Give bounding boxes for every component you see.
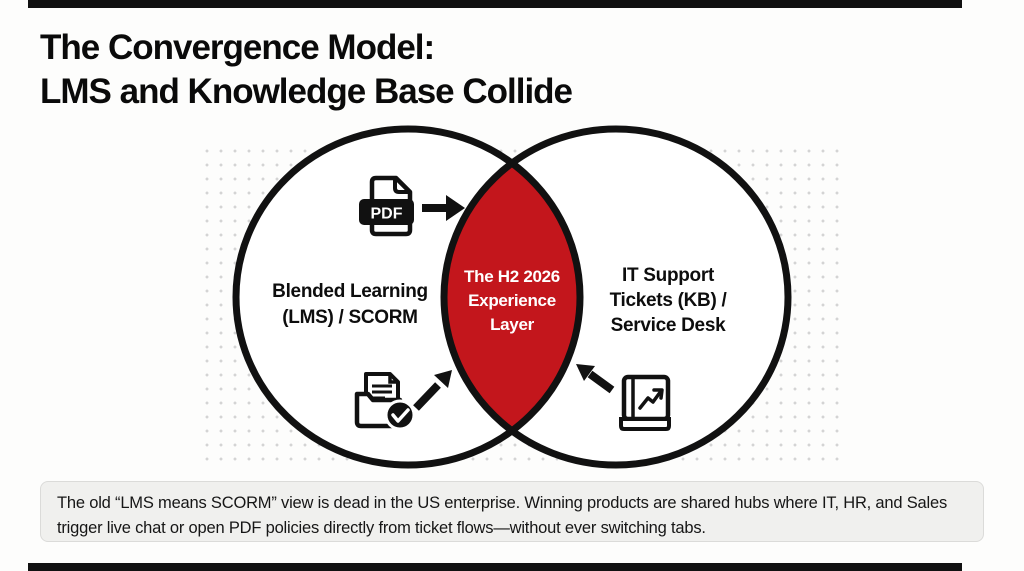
lms-circle-label: Blended Learning (LMS) / SCORM [272, 281, 428, 329]
page-title-line1: The Convergence Model: [40, 28, 435, 67]
intersection-label: The H2 2026 Experience Layer [464, 267, 560, 335]
page-title: The Convergence Model: LMS and Knowledge… [40, 26, 573, 114]
top-accent-bar [28, 0, 962, 8]
approved-doc-folder-icon [354, 372, 416, 431]
pdf-file-icon: PDF [359, 175, 414, 237]
insight-callout: The old “LMS means SCORM” view is dead i… [40, 481, 984, 542]
lms-circle-outline [232, 125, 584, 469]
intersection-lens [444, 129, 580, 465]
bottom-accent-bar [28, 563, 962, 571]
page-title-line2: LMS and Knowledge Base Collide [40, 72, 573, 112]
kb-circle-label: IT Support Tickets (KB) / Service Desk [609, 265, 727, 337]
pdf-arrow-icon [422, 195, 465, 221]
folder-arrow-icon [413, 370, 452, 411]
book-arrow-icon [576, 364, 615, 394]
kb-book-icon [619, 374, 671, 431]
pdf-badge-label: PDF [371, 206, 403, 223]
insight-callout-text: The old “LMS means SCORM” view is dead i… [57, 494, 948, 538]
kb-circle-outline [440, 125, 792, 469]
